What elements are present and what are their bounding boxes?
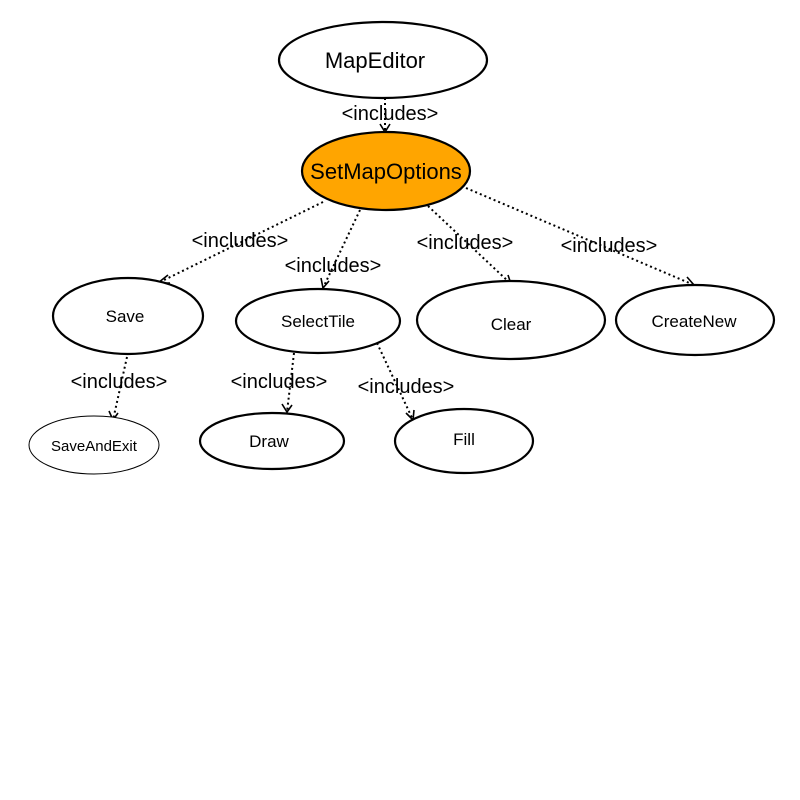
use-case-save[interactable]: Save xyxy=(51,276,205,356)
node-label: Fill xyxy=(453,430,475,449)
edge-label: <includes> xyxy=(192,230,289,252)
node-label: Save xyxy=(106,307,145,326)
node-label: MapEditor xyxy=(325,48,425,73)
node-label: SetMapOptions xyxy=(310,159,462,184)
use-case-set-map-options[interactable]: SetMapOptions xyxy=(300,130,472,212)
use-case-clear[interactable]: Clear xyxy=(415,279,607,361)
use-case-draw[interactable]: Draw xyxy=(198,411,346,471)
use-case-select-tile[interactable]: SelectTile xyxy=(234,287,402,355)
edge-selecttile-to-draw xyxy=(281,352,295,414)
node-label: SaveAndExit xyxy=(51,438,138,455)
node-label: Draw xyxy=(249,432,289,451)
edge-label: <includes> xyxy=(71,371,168,393)
use-case-create-new[interactable]: CreateNew xyxy=(614,283,776,357)
edge-label: <includes> xyxy=(417,232,514,254)
edge-label: <includes> xyxy=(231,371,328,393)
use-case-map-editor[interactable]: MapEditor xyxy=(277,20,489,100)
edge-label: <includes> xyxy=(561,235,658,257)
use-case-save-and-exit[interactable]: SaveAndExit xyxy=(28,415,160,475)
node-label: Clear xyxy=(491,315,532,334)
edge-label: <includes> xyxy=(342,103,439,125)
node-label: SelectTile xyxy=(281,312,355,331)
use-case-fill[interactable]: Fill xyxy=(393,407,535,475)
edge-labels: <includes> <includes> <includes> <includ… xyxy=(71,103,658,398)
edge-label: <includes> xyxy=(358,376,455,398)
node-label: CreateNew xyxy=(651,312,737,331)
edge-label: <includes> xyxy=(285,255,382,277)
